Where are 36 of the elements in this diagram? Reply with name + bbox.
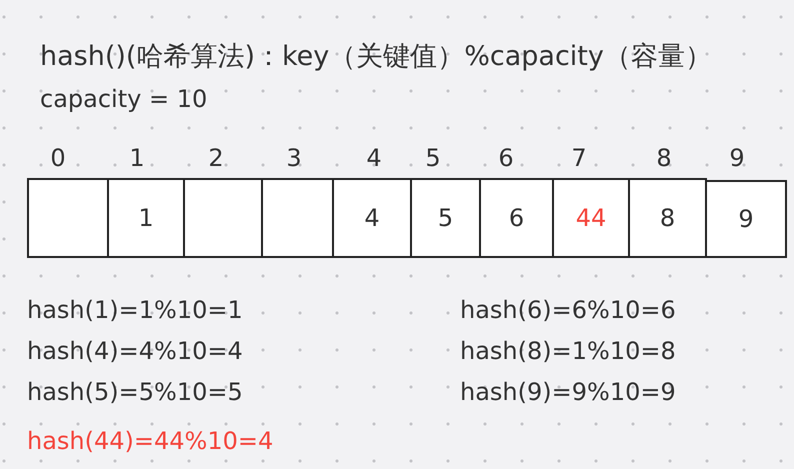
array-cell: [628, 178, 707, 258]
array-cell: [261, 178, 334, 258]
hash-formula: hash(6)=6%10=6: [460, 295, 676, 326]
cell-value: 6: [508, 203, 524, 233]
hash-formula: hash(1)=1%10=1: [27, 295, 243, 326]
array-cell: [479, 178, 554, 258]
index-label: 6: [498, 143, 514, 173]
index-label: 5: [425, 143, 441, 173]
cell-value: 5: [438, 203, 454, 233]
index-label: 1: [129, 143, 145, 173]
cell-value: 9: [738, 204, 754, 234]
array-cell: [27, 178, 109, 258]
array-cell: [552, 178, 630, 258]
array-cell: [183, 178, 263, 258]
hash-formula: hash(9)=9%10=9: [460, 377, 676, 408]
cell-value: 8: [660, 203, 676, 233]
cell-value: 44: [576, 203, 606, 233]
hash-formula: hash(5)=5%10=5: [27, 377, 243, 408]
index-label: 9: [729, 143, 745, 173]
index-label: 3: [286, 143, 302, 173]
capacity-note: capacity = 10: [40, 84, 208, 115]
array-cell: [705, 180, 787, 258]
index-label: 7: [571, 143, 587, 173]
collision-formula: hash(44)=44%10=4: [27, 426, 274, 457]
index-label: 4: [366, 143, 382, 173]
cell-value: 4: [364, 203, 380, 233]
hash-formula: hash(8)=1%10=8: [460, 336, 676, 367]
index-label: 0: [50, 143, 66, 173]
array-cell: [410, 178, 481, 258]
cell-value: 1: [138, 203, 154, 233]
formula-description: hash()(哈希算法)：key（关键值）%capacity（容量）: [40, 41, 712, 73]
index-label: 8: [656, 143, 672, 173]
index-label: 2: [208, 143, 224, 173]
hash-formula: hash(4)=4%10=4: [27, 336, 243, 367]
array-cell: [332, 178, 412, 258]
array-cell: [107, 178, 185, 258]
